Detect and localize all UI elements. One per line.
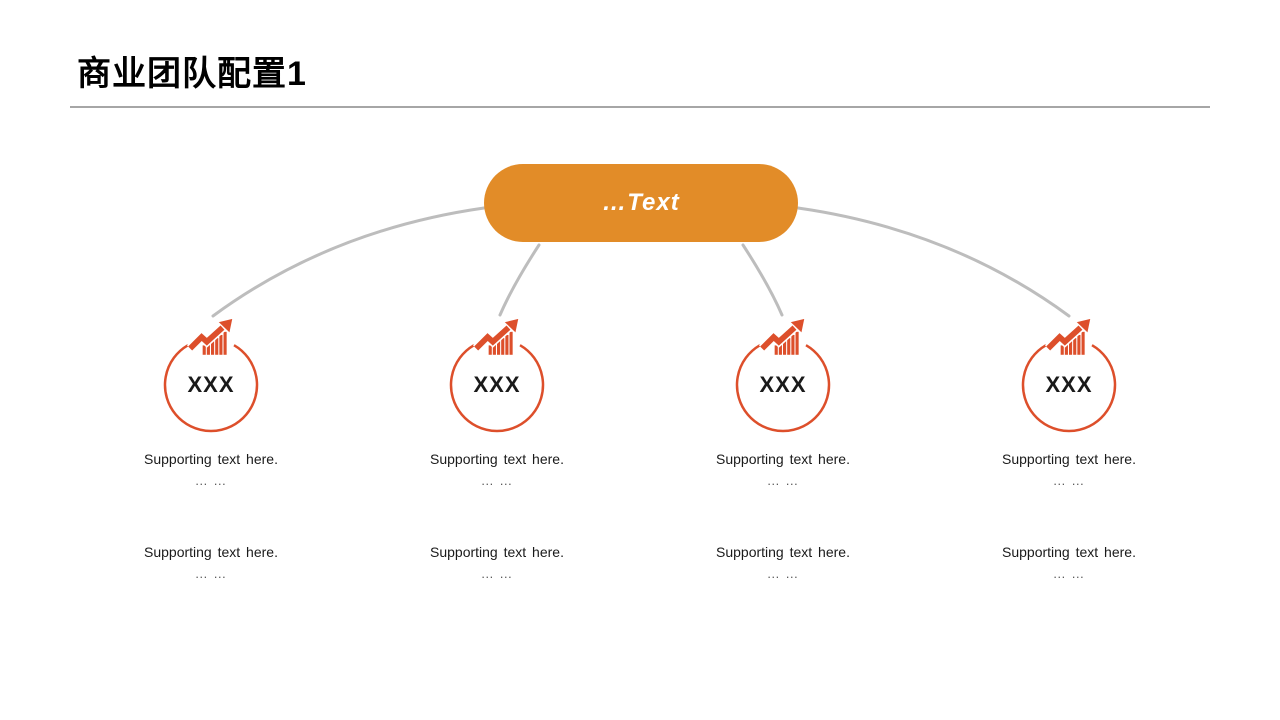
support-text: Supporting text here.	[144, 451, 278, 467]
circle-ring	[1021, 344, 1117, 433]
trend-up-bars-icon	[473, 317, 520, 355]
branch-columns: XXX Supporting text here. … … Supporting…	[68, 0, 1212, 720]
branch-node: XXX	[731, 317, 835, 437]
support-ellipsis: … …	[480, 565, 514, 581]
support-ellipsis: … …	[1052, 565, 1086, 581]
branch-node: XXX	[1017, 317, 1121, 437]
support-ellipsis: … …	[194, 565, 228, 581]
support-text: Supporting text here.	[144, 544, 278, 560]
root-node-label: …Text	[602, 189, 680, 216]
branch-node: XXX	[159, 317, 263, 437]
trend-up-bars-icon	[759, 317, 806, 355]
support-block: Supporting text here. … …	[354, 451, 640, 488]
trend-up-bars-icon	[187, 317, 234, 355]
branch-column-1: XXX Supporting text here. … … Supporting…	[68, 0, 354, 720]
support-ellipsis: … …	[1052, 472, 1086, 488]
support-block: Supporting text here. … …	[926, 451, 1212, 488]
support-ellipsis: … …	[480, 472, 514, 488]
support-text: Supporting text here.	[430, 544, 564, 560]
support-text: Supporting text here.	[716, 544, 850, 560]
support-ellipsis: … …	[194, 472, 228, 488]
support-block: Supporting text here. … …	[68, 544, 354, 581]
support-block: Supporting text here. … …	[640, 451, 926, 488]
support-text: Supporting text here.	[1002, 544, 1136, 560]
support-ellipsis: … …	[766, 565, 800, 581]
support-text: Supporting text here.	[716, 451, 850, 467]
support-ellipsis: … …	[766, 472, 800, 488]
node-label: XXX	[759, 372, 807, 397]
connector-curve-outer-left	[211, 206, 486, 318]
circle-ring	[163, 344, 259, 433]
support-block: Supporting text here. … …	[68, 451, 354, 488]
connector-curve-inner-right	[741, 243, 784, 317]
branch-node: XXX	[445, 317, 549, 437]
branch-column-3: XXX Supporting text here. … … Supporting…	[640, 0, 926, 720]
support-block: Supporting text here. … …	[640, 544, 926, 581]
node-label: XXX	[187, 372, 235, 397]
branch-column-2: XXX Supporting text here. … … Supporting…	[354, 0, 640, 720]
branch-column-4: XXX Supporting text here. … … Supporting…	[926, 0, 1212, 720]
support-block: Supporting text here. … …	[354, 544, 640, 581]
slide-title: 商业团队配置1	[77, 55, 307, 93]
support-text: Supporting text here.	[430, 451, 564, 467]
support-text: Supporting text here.	[1002, 451, 1136, 467]
connector-curve-outer-right	[796, 206, 1071, 318]
node-label: XXX	[1045, 372, 1093, 397]
connector-curve-inner-left	[498, 243, 541, 317]
trend-up-bars-icon	[1045, 317, 1092, 355]
circle-ring	[449, 344, 545, 433]
root-node: …Text	[484, 164, 798, 242]
node-label: XXX	[473, 372, 521, 397]
circle-ring	[735, 344, 831, 433]
title-divider	[70, 106, 1210, 108]
support-block: Supporting text here. … …	[926, 544, 1212, 581]
